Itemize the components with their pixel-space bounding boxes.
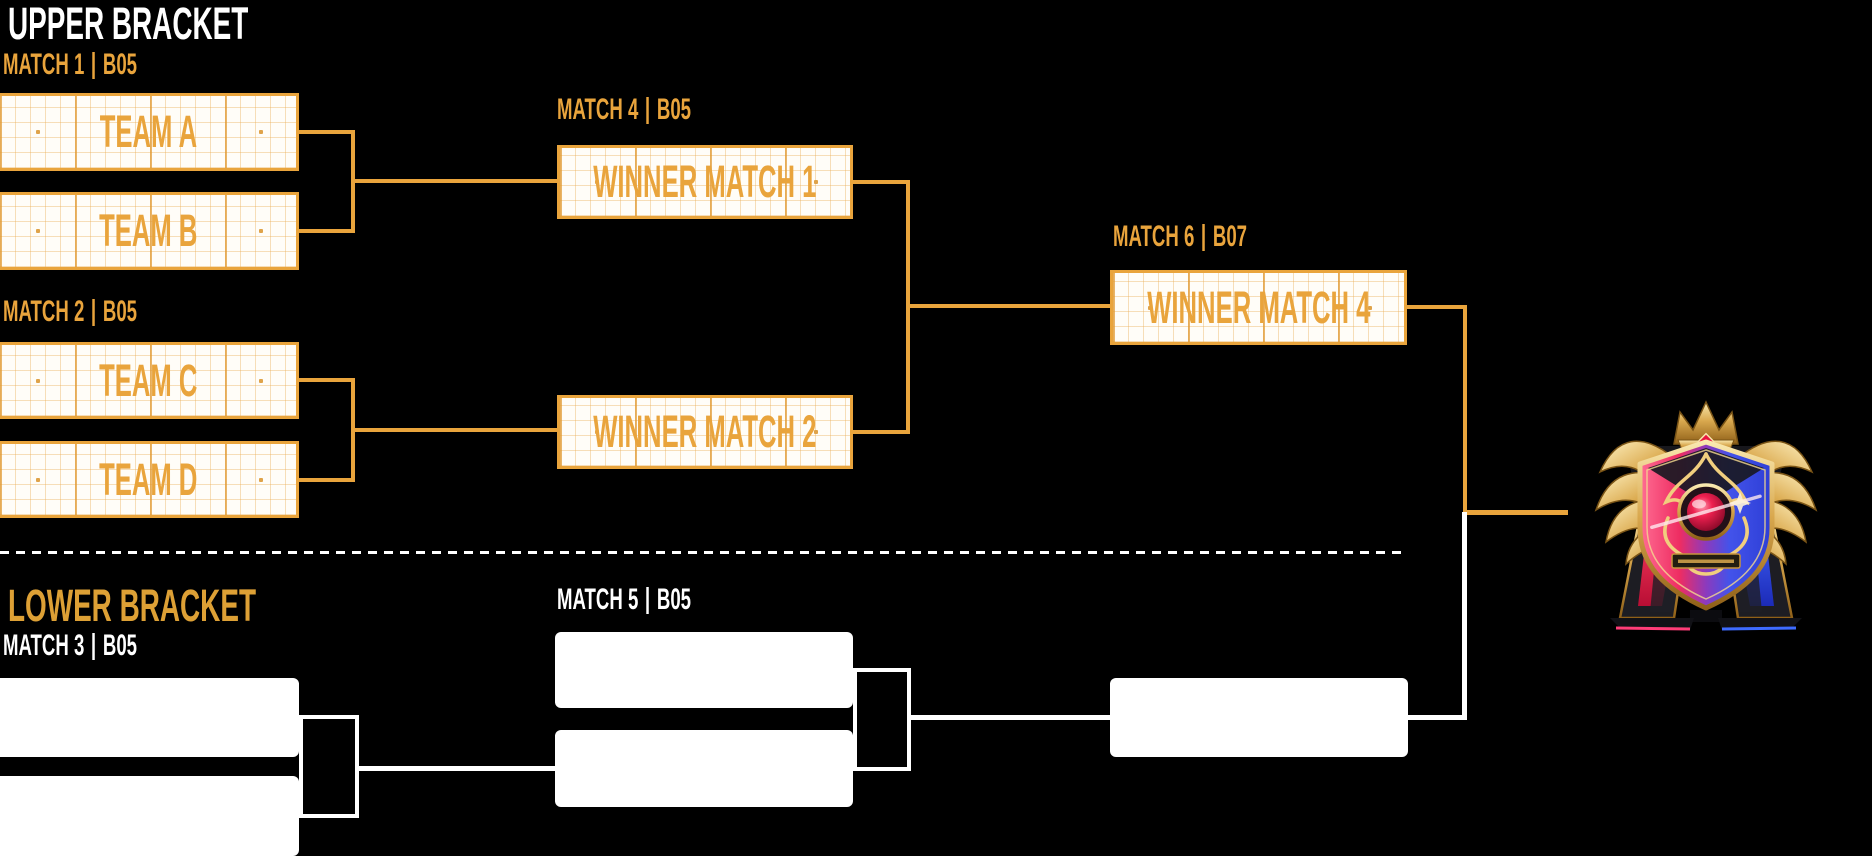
- lower-bracket-title: LOWER BRACKET: [8, 580, 256, 631]
- match3-name: MATCH 3: [3, 629, 85, 662]
- match4-name: MATCH 4: [557, 93, 639, 126]
- connector-match2: [299, 378, 355, 482]
- slot-team-b-text: TEAM B: [98, 205, 198, 256]
- match4-format: B05: [656, 93, 692, 126]
- slot-winner-match4[interactable]: WINNER MATCH 4: [1110, 270, 1407, 345]
- connector-match5: [853, 668, 911, 771]
- match2-label: MATCH 2 B05: [3, 297, 137, 327]
- match1-name: MATCH 1: [3, 48, 85, 81]
- match4-label: MATCH 4 B05: [557, 95, 691, 125]
- connector-match4-out: [910, 304, 1110, 308]
- match2-name: MATCH 2: [3, 295, 85, 328]
- slot-team-c[interactable]: TEAM C: [0, 342, 299, 419]
- connector-match1-out: [355, 179, 557, 183]
- slot-lb-match3-1[interactable]: [0, 678, 299, 757]
- final-line-upper-v: [1463, 305, 1467, 512]
- match5-name: MATCH 5: [557, 583, 639, 616]
- match1-format: B05: [102, 48, 138, 81]
- slot-team-a-text: TEAM A: [99, 106, 197, 157]
- champion-trophy-icon: [1590, 388, 1822, 634]
- match5-label: MATCH 5 B05: [557, 585, 691, 615]
- match3-format: B05: [102, 629, 138, 662]
- slot-winner-match4-text: WINNER MATCH 4: [1146, 281, 1371, 333]
- trophy-graphic: [1594, 400, 1817, 631]
- slot-team-a[interactable]: TEAM A: [0, 93, 299, 171]
- match6-name: MATCH 6: [1113, 220, 1195, 253]
- label-separator: [1202, 223, 1205, 251]
- label-separator: [646, 586, 649, 614]
- match1-label: MATCH 1 B05: [3, 50, 137, 80]
- connector-match3-out: [359, 766, 557, 771]
- final-line-lower-v: [1462, 512, 1467, 720]
- bracket-divider: [0, 551, 1408, 554]
- label-separator: [92, 51, 95, 79]
- slot-winner-match1-text: WINNER MATCH 1: [593, 156, 817, 207]
- upper-bracket-title: UPPER BRACKET: [8, 0, 249, 49]
- slot-team-b[interactable]: TEAM B: [0, 192, 299, 270]
- match5-format: B05: [656, 583, 692, 616]
- label-separator: [92, 632, 95, 660]
- label-separator: [92, 298, 95, 326]
- slot-lb-match3-2[interactable]: [0, 776, 299, 856]
- slot-winner-match1[interactable]: WINNER MATCH 1: [557, 145, 853, 219]
- slot-team-d[interactable]: TEAM D: [0, 441, 299, 518]
- slot-team-d-text: TEAM D: [98, 453, 198, 505]
- slot-lb-match5-1[interactable]: [555, 632, 853, 708]
- match6-label: MATCH 6 B07: [1113, 222, 1247, 252]
- slot-winner-match2-text: WINNER MATCH 2: [593, 406, 817, 457]
- connector-match4: [853, 180, 910, 434]
- final-line-upper-h: [1407, 305, 1467, 309]
- final-line-to-trophy: [1463, 510, 1568, 515]
- slot-winner-match2[interactable]: WINNER MATCH 2: [557, 395, 853, 469]
- slot-lb-final[interactable]: [1110, 678, 1408, 757]
- final-line-lower-h: [1408, 715, 1467, 720]
- connector-match2-out: [355, 428, 557, 432]
- match3-label: MATCH 3 B05: [3, 631, 137, 661]
- connector-match5-out: [911, 715, 1110, 720]
- label-separator: [646, 96, 649, 124]
- slot-team-c-text: TEAM C: [98, 354, 198, 406]
- match6-format: B07: [1212, 220, 1248, 253]
- connector-match3: [299, 715, 359, 818]
- connector-match1: [299, 130, 355, 233]
- match2-format: B05: [102, 295, 138, 328]
- slot-lb-match5-2[interactable]: [555, 730, 853, 807]
